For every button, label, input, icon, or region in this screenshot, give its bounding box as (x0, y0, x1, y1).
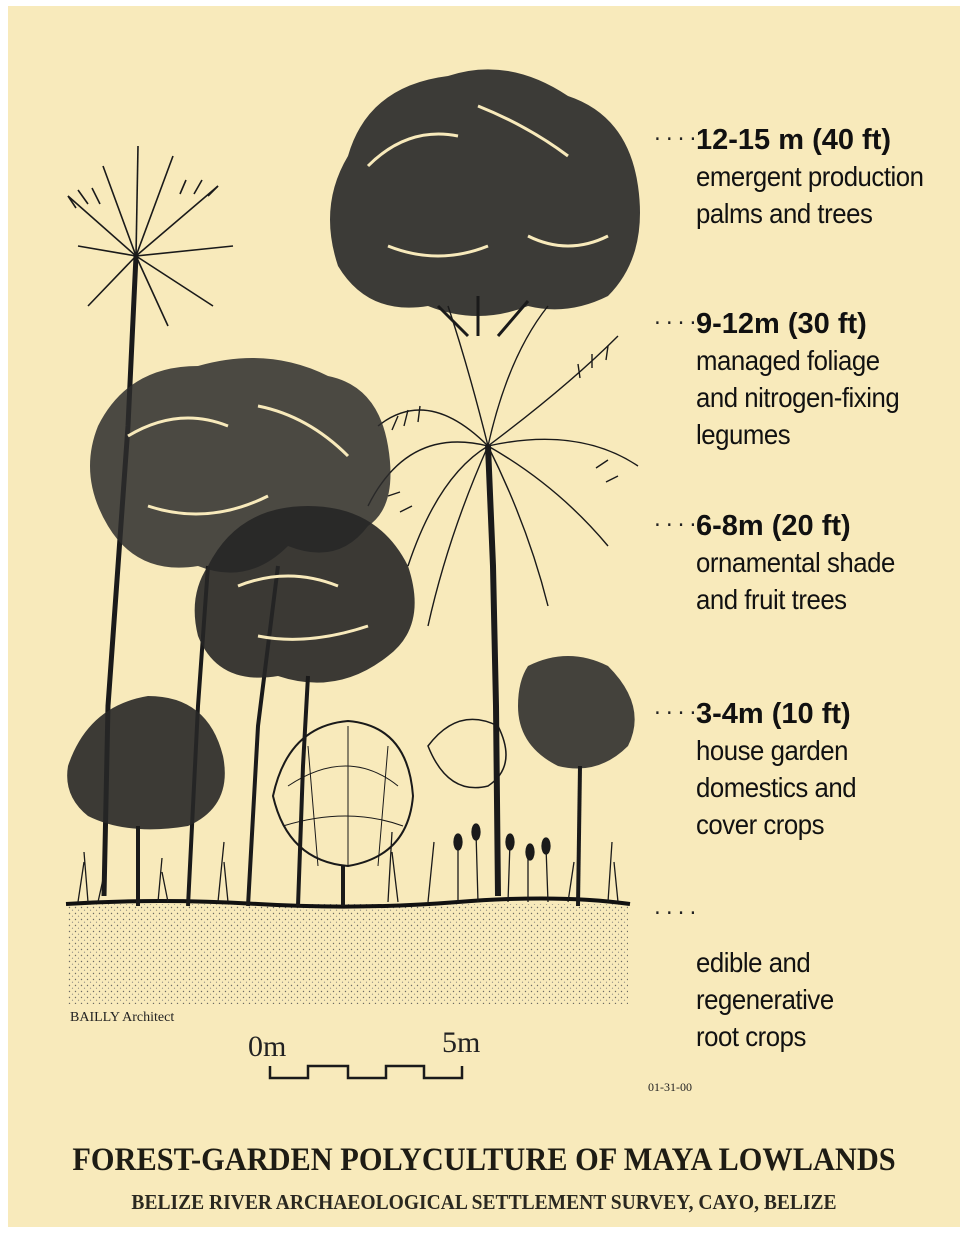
scale-start-label: 0m (248, 1030, 286, 1064)
layer-description: edible and regenerative root crops (696, 944, 834, 1055)
layer-line: regenerative (696, 981, 834, 1018)
drawing-date: 01-31-00 (648, 1080, 692, 1095)
scale-bar (270, 1066, 462, 1078)
leader-dots: .... (652, 510, 699, 531)
understory-shrubs-drawing (67, 656, 635, 906)
shade-tree-drawing (195, 506, 415, 906)
layer-line: cover crops (696, 806, 856, 843)
layer-line: legumes (696, 416, 899, 453)
layer-height: 12-15 m (40 ft) (696, 124, 891, 157)
scale-end-label: 5m (442, 1026, 480, 1060)
poster-subtitle: BELIZE RIVER ARCHAEOLOGICAL SETTLEMENT S… (41, 1190, 926, 1215)
leader-dots: .... (652, 124, 699, 145)
architect-credit: BAILLY Architect (70, 1010, 174, 1026)
poster-title: FOREST-GARDEN POLYCULTURE OF MAYA LOWLAN… (46, 1142, 922, 1179)
layer-line: domestics and (696, 769, 856, 806)
leader-dots: .... (652, 698, 699, 719)
leader-dots: .... (652, 898, 699, 919)
poster: .... 12-15 m (40 ft) emergent production… (8, 6, 960, 1227)
layer-line: managed foliage (696, 342, 899, 379)
emergent-tree-drawing (330, 69, 640, 336)
layer-height: 3-4m (10 ft) (696, 698, 851, 731)
layer-description: house garden domestics and cover crops (696, 732, 856, 843)
layer-line: ornamental shade (696, 544, 895, 581)
layer-height: 6-8m (20 ft) (696, 510, 851, 543)
layer-description: emergent production palms and trees (696, 158, 924, 232)
layer-height: 9-12m (30 ft) (696, 308, 867, 341)
layer-line: and fruit trees (696, 581, 895, 618)
leader-dots: .... (652, 308, 699, 329)
layer-description: managed foliage and nitrogen-fixing legu… (696, 342, 899, 453)
layer-line: and nitrogen-fixing (696, 379, 899, 416)
layer-line: edible and (696, 944, 834, 981)
layer-description: ornamental shade and fruit trees (696, 544, 895, 618)
layer-line: palms and trees (696, 195, 924, 232)
soil-section (66, 898, 630, 1004)
layer-line: house garden (696, 732, 856, 769)
layer-line: emergent production (696, 158, 924, 195)
layer-line: root crops (696, 1018, 834, 1055)
